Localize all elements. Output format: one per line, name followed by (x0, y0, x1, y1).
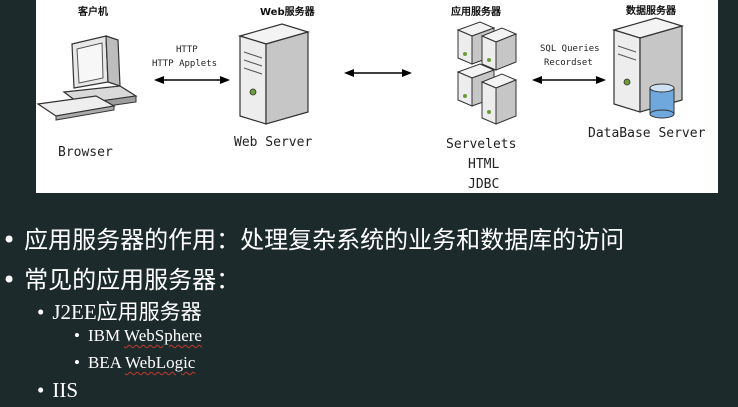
db-server-label: 数据服务器 (626, 4, 677, 17)
database-cylinder-icon (649, 83, 675, 119)
sub-sub-bullet-websphere: • IBM WebSphere (74, 326, 202, 346)
servelets-caption: Servelets (446, 137, 516, 152)
bullet-text-prefix: BEA (87, 353, 125, 372)
bullet-dot-icon: • (37, 300, 45, 324)
spellcheck-word: WebSphere (124, 326, 202, 345)
http-applets-label: HTTP Applets (152, 59, 217, 69)
http-label: HTTP (176, 45, 198, 55)
sub-bullet-j2ee: • J2EE应用服务器 (37, 296, 202, 326)
bullet-text: J2EE应用服务器 (52, 300, 202, 324)
web-server-tower-icon (237, 23, 311, 125)
client-label: 客户机 (77, 5, 108, 18)
double-arrow-icon-3 (532, 76, 606, 84)
app-server-cluster-icon (456, 21, 518, 125)
bullet-dot-icon: • (2, 266, 17, 294)
bullet-item-common-servers: •常见的应用服务器： (2, 260, 240, 295)
bullet-dot-icon: • (74, 326, 80, 345)
web-server-label: Web服务器 (260, 5, 316, 18)
architecture-diagram: 客户机 Web服务器 应用服务器 数据服务器 Browser HTTP HTTP… (36, 0, 718, 193)
web-server-caption: Web Server (234, 135, 312, 150)
bullet-text: 应用服务器的作用：处理复杂系统的业务和数据库的访问 (24, 226, 625, 254)
html-caption: HTML (468, 157, 499, 172)
double-arrow-icon-2 (344, 69, 412, 77)
database-server-caption: DataBase Server (588, 126, 706, 141)
diagram-canvas: 客户机 Web服务器 应用服务器 数据服务器 Browser HTTP HTTP… (36, 4, 706, 192)
app-server-label: 应用服务器 (451, 5, 502, 18)
bullet-item-role: •应用服务器的作用：处理复杂系统的业务和数据库的访问 (2, 220, 624, 255)
sub-sub-bullet-weblogic: • BEA WebLogic (74, 353, 195, 373)
database-server-icon (611, 17, 685, 119)
spellcheck-word: WebLogic (124, 353, 196, 372)
bullet-dot-icon: • (2, 226, 17, 254)
sql-queries-label: SQL Queries (540, 44, 600, 54)
bullet-text: 常见的应用服务器： (24, 266, 241, 294)
bullet-dot-icon: • (74, 353, 80, 372)
bullet-text-prefix: IBM (87, 326, 125, 345)
double-arrow-icon (154, 76, 230, 84)
computer-icon (36, 35, 138, 121)
bullet-dot-icon: • (37, 378, 45, 402)
recordset-label: Recordset (544, 58, 593, 68)
bullet-text: IIS (52, 378, 79, 402)
browser-caption: Browser (58, 145, 113, 160)
sub-bullet-iis: • IIS (37, 378, 78, 403)
jdbc-caption: JDBC (468, 177, 499, 192)
